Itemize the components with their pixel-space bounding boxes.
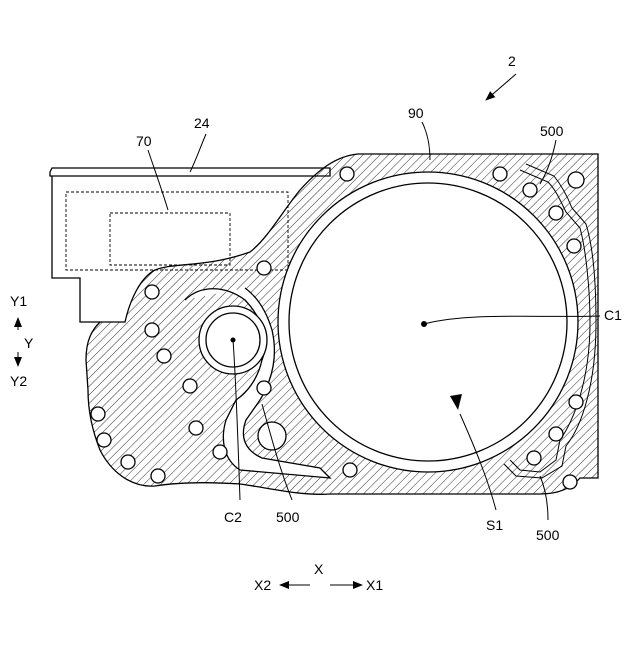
label-c2: C2 — [224, 509, 242, 525]
leader-24 — [190, 134, 206, 172]
label-s1: S1 — [486, 517, 503, 533]
figure-ref-label: 2 — [508, 53, 516, 69]
axis-x1-label: X1 — [366, 577, 383, 593]
bolt-hole-large — [258, 422, 286, 450]
label-500-top: 500 — [540, 123, 564, 139]
dashed-component-70 — [110, 213, 230, 265]
axis-x-indicator: X X2 X1 — [254, 561, 383, 593]
axis-y-label: Y — [24, 335, 34, 351]
main-chamber — [278, 172, 578, 472]
label-70: 70 — [136, 133, 152, 149]
leader-70 — [148, 150, 168, 210]
label-c1: C1 — [604, 307, 622, 323]
chamber-inner-ring — [278, 172, 578, 472]
label-90: 90 — [408, 105, 424, 121]
label-24: 24 — [194, 115, 210, 131]
label-500-bottom: 500 — [276, 509, 300, 525]
label-500-right: 500 — [536, 527, 560, 543]
axis-y-indicator: Y1 Y Y2 — [10, 293, 34, 389]
axis-y2-label: Y2 — [10, 373, 27, 389]
axis-x-label: X — [314, 561, 324, 577]
axis-y1-label: Y1 — [10, 293, 27, 309]
axis-x2-label: X2 — [254, 577, 271, 593]
figure-2-arrow — [486, 74, 516, 100]
